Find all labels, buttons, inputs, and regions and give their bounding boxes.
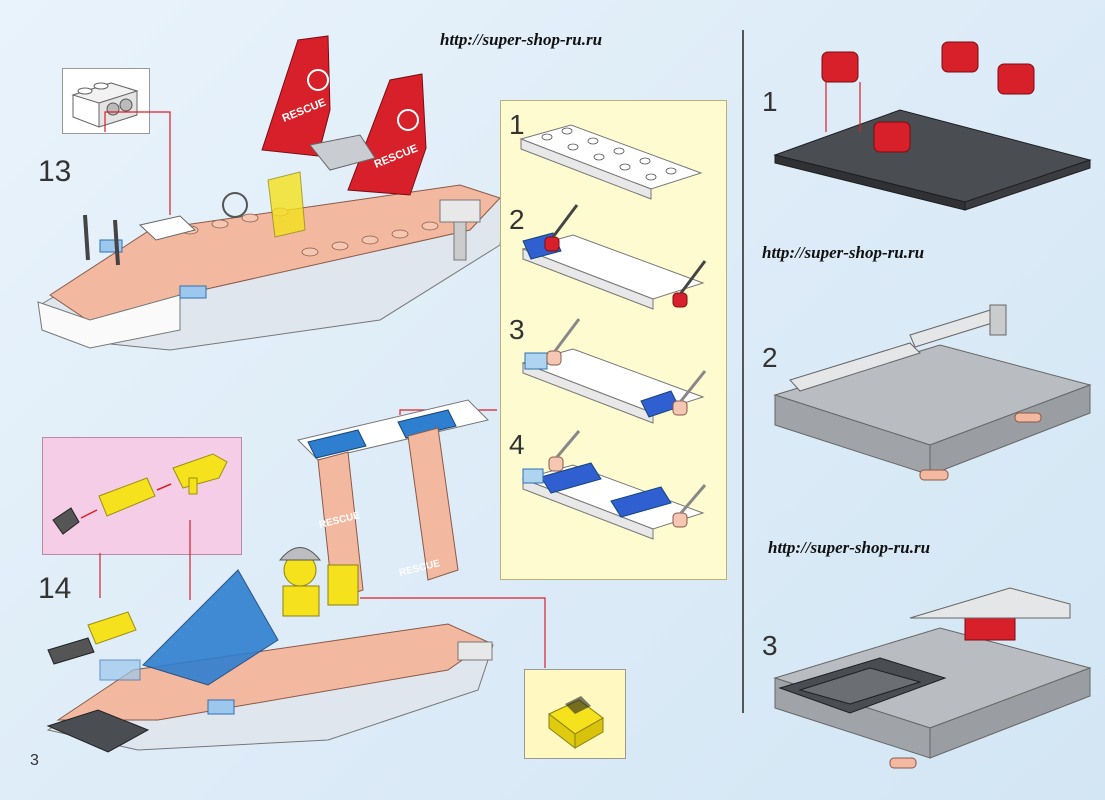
step14-seat-part-callout [524,669,626,759]
right-step2-grey-plate-illustration [773,304,1092,481]
substep-number-2: 2 [509,204,525,235]
right-step3-assembled-base-illustration [773,587,1092,769]
right-substep-number-3: 3 [762,630,778,661]
light-bar-assembly-illustrations [519,124,707,540]
substep-number-4: 4 [509,429,525,460]
right-step1-base-plate-illustration [773,41,1092,211]
watermark-url-middle: http://super-shop-ru.ru [762,243,925,262]
substep-number-1: 1 [509,109,525,140]
step-number-14: 14 [38,572,72,605]
hose-nozzle-parts-icon [52,453,228,535]
vertical-divider [742,30,744,713]
watermark-url-bottom: http://super-shop-ru.ru [768,538,931,557]
step-number-13: 13 [38,155,72,188]
light-bar-substeps-panel: 1 2 3 4 [500,100,727,580]
step14-part-callout [42,437,242,555]
step13-boat-illustration: RESCUE RESCUE [37,35,506,351]
step14-boat-illustration: RESCUE RESCUE [46,399,494,753]
dashboard-brick-icon [71,82,139,128]
page-number: 3 [30,752,39,769]
step13-callout-line [104,111,171,215]
yellow-seat-brick-icon [548,696,604,750]
watermark-url-top: http://super-shop-ru.ru [440,30,603,49]
right-substep-number-2: 2 [762,342,778,373]
substep-number-3: 3 [509,314,525,345]
right-substep-number-1: 1 [762,86,778,117]
step14-callout-lines [99,409,546,668]
step13-part-callout [62,68,150,134]
